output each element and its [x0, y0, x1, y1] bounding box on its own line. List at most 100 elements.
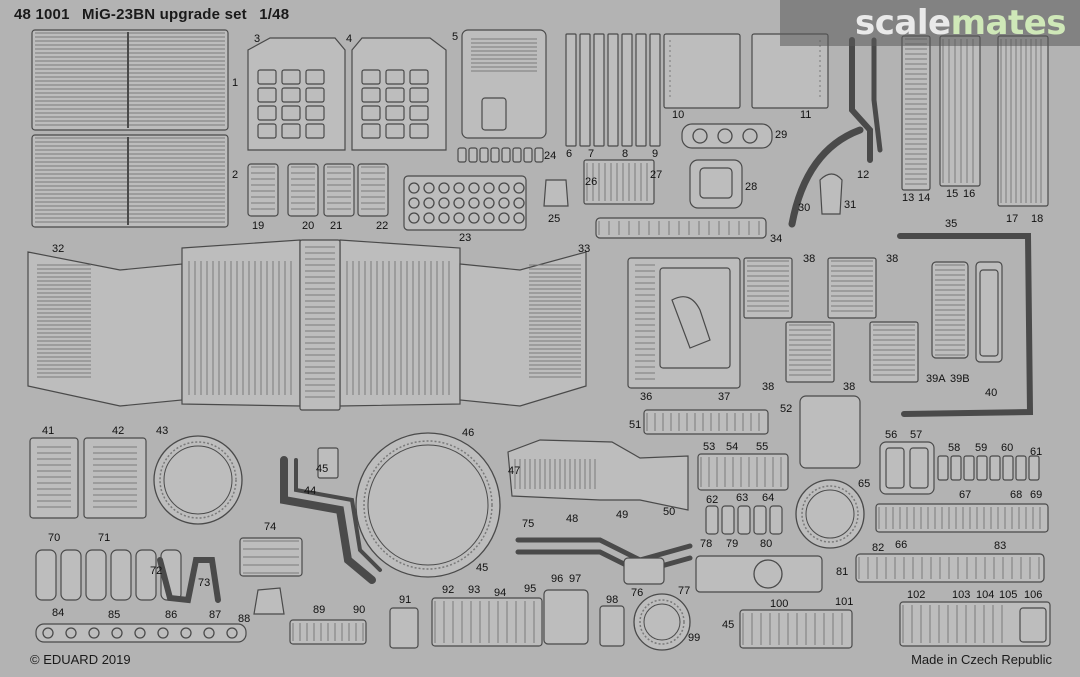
part-5-tab — [481, 97, 507, 131]
part-number-83: 83 — [994, 540, 1007, 552]
strip-17-18-ribs — [1000, 39, 1042, 203]
part-24-link — [468, 147, 478, 163]
center-right-panel — [339, 239, 461, 407]
panel-3-cell — [281, 123, 301, 139]
part-number-9: 9 — [652, 148, 659, 160]
part-66-69 — [875, 503, 1049, 533]
part-72-73 — [157, 557, 221, 604]
part-number-21: 21 — [330, 220, 343, 232]
part-98 — [599, 605, 625, 647]
part-100-101 — [739, 609, 853, 649]
part-24-link — [534, 147, 544, 163]
part-24-link — [523, 147, 533, 163]
part-58-61-link — [963, 455, 975, 481]
part-58-61-link — [989, 455, 1001, 481]
part-number-2: 2 — [232, 169, 239, 181]
part-number-90: 90 — [353, 604, 366, 616]
part-number-104: 104 — [976, 589, 995, 601]
part-24-link — [501, 147, 511, 163]
part-23-hole — [498, 182, 510, 194]
part-19-22-2 — [323, 163, 355, 217]
part-38-3 — [869, 321, 919, 383]
part-number-18: 18 — [1031, 213, 1044, 225]
watermark-banner: scalemates — [780, 0, 1080, 46]
part-19-22-1 — [287, 163, 319, 217]
part-number-62: 62 — [706, 494, 719, 506]
part-number-14: 14 — [918, 192, 931, 204]
part-23-hole — [408, 182, 420, 194]
part-106 — [1019, 607, 1047, 643]
part-31 — [819, 173, 843, 215]
part-24-link — [490, 147, 500, 163]
part-23-hole — [438, 212, 450, 224]
panel-rivets — [669, 40, 821, 100]
panel-3-cell — [305, 105, 325, 121]
part-number-23: 23 — [459, 232, 472, 244]
part-65-dots — [801, 485, 859, 543]
part-number-39a: 39A — [926, 373, 946, 385]
part-25-b — [253, 587, 285, 615]
part-29-eye-a — [692, 128, 708, 144]
part-number-25: 25 — [548, 213, 561, 225]
part-24-link — [512, 147, 522, 163]
part-23 — [403, 175, 527, 231]
part-number-34: 34 — [770, 233, 783, 245]
part-102-105-ribs — [902, 605, 1003, 643]
panel-10 — [663, 33, 741, 109]
panel-4-cell — [361, 123, 381, 139]
part-number-56: 56 — [885, 429, 898, 441]
part-number-100: 100 — [770, 598, 789, 610]
part-92-95-ribs — [434, 601, 535, 643]
part-number-11: 11 — [800, 109, 812, 121]
part-38-slots-1 — [831, 260, 873, 312]
part-23-hole — [453, 212, 465, 224]
part-84-88-hole — [226, 627, 238, 639]
part-number-7: 7 — [588, 148, 595, 160]
part-58-61-link — [1002, 455, 1014, 481]
part-74-slots — [243, 540, 299, 574]
part-number-29: 29 — [775, 129, 788, 141]
part-99-inner — [643, 603, 681, 641]
part-35-frame — [897, 233, 1034, 417]
part-number-95: 95 — [524, 583, 537, 595]
part-number-15: 15 — [946, 188, 959, 200]
panel-3-cell — [257, 69, 277, 85]
part-24-link — [479, 147, 489, 163]
part-43-inner — [163, 445, 233, 515]
part-70-71-tube — [35, 549, 57, 601]
part-70-71-tube — [135, 549, 157, 601]
part-82-83-ribs — [858, 557, 1040, 579]
part-number-36: 36 — [640, 391, 653, 403]
part-84-88-hole — [134, 627, 146, 639]
part-24-link — [457, 147, 467, 163]
watermark-part2: mates — [950, 3, 1067, 43]
panel-4-cell — [409, 69, 429, 85]
strip-3 — [607, 33, 619, 147]
part-number-37: 37 — [718, 391, 731, 403]
part-57 — [909, 447, 929, 489]
strip-12a — [849, 37, 873, 163]
panel-4-cell — [409, 87, 429, 103]
panel-4-cell — [385, 105, 405, 121]
watermark-logo: scalemates — [855, 3, 1066, 43]
part-37-cutout — [671, 296, 711, 349]
part-45a — [317, 447, 339, 479]
part-76 — [623, 557, 665, 585]
part-58-61-link — [1015, 455, 1027, 481]
part-70-71-tube — [60, 549, 82, 601]
set-title: MiG-23BN upgrade set — [82, 6, 247, 23]
part-80-eye — [753, 559, 783, 589]
panel-4-cell — [409, 105, 429, 121]
part-number-80: 80 — [760, 538, 773, 550]
part-40 — [979, 269, 999, 357]
part-number-97: 97 — [569, 573, 582, 585]
panel-4-cell — [361, 87, 381, 103]
part-number-92: 92 — [442, 584, 455, 596]
panel-3-cell — [305, 87, 325, 103]
part-19-22-slots-2 — [327, 166, 351, 210]
part-53-55 — [697, 453, 789, 491]
part-number-96: 96 — [551, 573, 564, 585]
part-number-105: 105 — [999, 589, 1018, 601]
part-62-64-link — [705, 505, 719, 535]
